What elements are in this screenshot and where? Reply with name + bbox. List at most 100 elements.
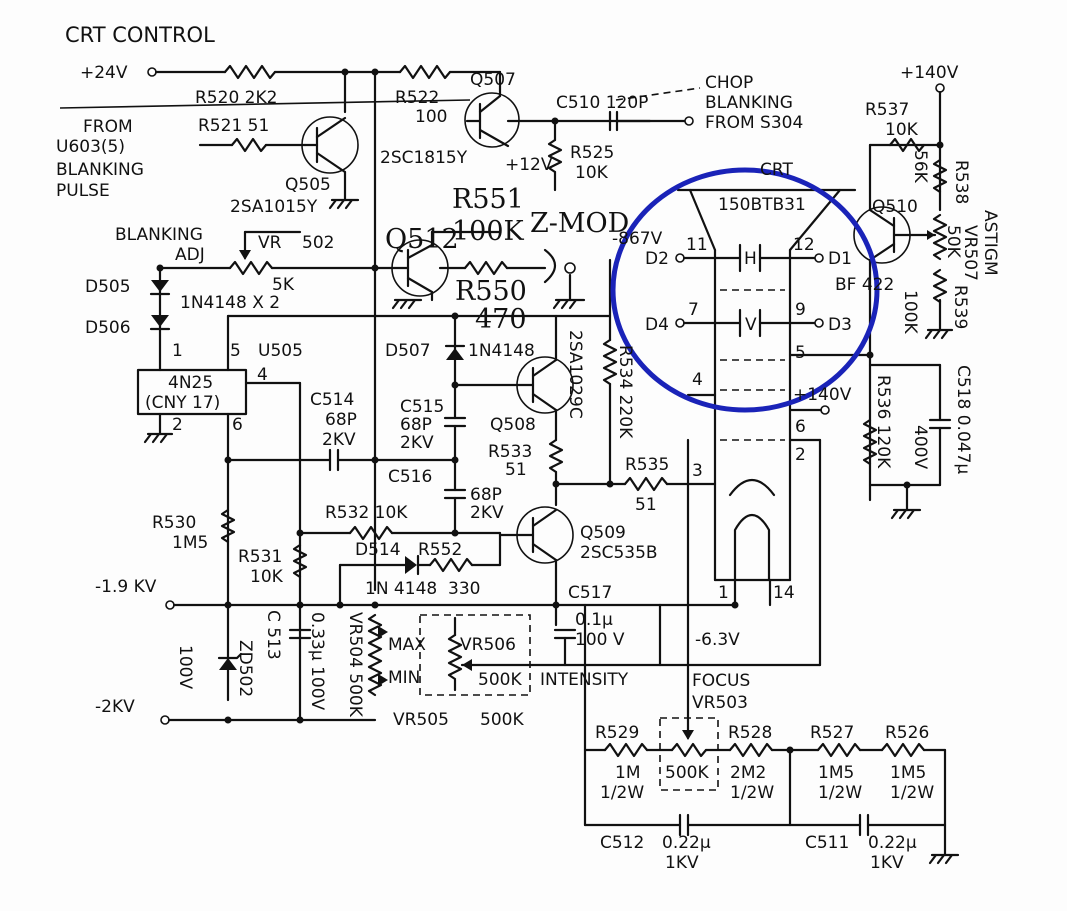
label-pin2-crt: 2 [795,445,806,465]
label-q507: Q507 [470,70,516,90]
label-c514-value: 68P [325,410,357,430]
label-r529-value: 1M [615,763,640,783]
r532-d514-r552 [298,525,502,607]
label-c515-voltage: 2KV [400,433,434,453]
label-c514-voltage: 2KV [322,430,356,450]
label-crt-type: 150BTB31 [718,195,806,215]
label-max: MAX [388,635,426,655]
label-c517: C517 [568,583,612,603]
label-d506: D506 [85,318,131,338]
label-q512: Q512 [385,224,459,255]
label-r527-value: 1M5 [818,763,854,783]
handwritten-zmod: Z-MOD [530,208,629,239]
label-c513-value: 0.33μ 100V [307,612,327,711]
label-pin7: 7 [688,300,699,320]
r530-r531 [220,508,308,579]
label-r537: R537 [865,100,909,120]
label-h: H [744,249,757,269]
blanking-input [59,99,471,153]
label-chop: CHOP [705,73,753,93]
label-100v: 100V [175,645,195,689]
label-pin4-crt: 4 [692,370,703,390]
label-blanking: BLANKING [56,160,144,180]
label-r535: R535 [625,455,669,475]
label-r521: R521 51 [198,116,269,136]
label-r536: R536 120K [873,375,893,469]
resistor-r550 [438,248,586,310]
label-u505: U505 [258,341,303,361]
handwritten-r550: R550 [455,276,527,307]
label-r528-value: 2M2 [730,763,766,783]
label-pin4: 4 [257,365,268,385]
label-q508-type: 2SA1029C [565,330,585,419]
label-r533-value: 51 [505,460,527,480]
label-vr504: VR504 500K [345,612,365,718]
label-q509-type: 2SC535B [580,543,658,563]
handwritten-100k: 100K [452,216,525,247]
label-c511-voltage: 1KV [870,853,904,873]
label-vr505-value: 500K [480,710,524,730]
label-c516: C516 [388,467,432,487]
transistor-q505 [301,116,360,210]
label-vr503: VR503 [692,693,748,713]
label-c516-voltage: 2KV [470,503,504,523]
label-pin5: 5 [230,341,241,361]
label-r531: R531 [238,547,282,567]
label-r539-value: 100K [900,290,920,334]
label-r527: R527 [810,723,854,743]
label-r522: R522 [395,88,439,108]
label-c511-value: 0.22μ [868,833,917,853]
label-d507: D507 [385,341,431,361]
label-r534: R534 220K [615,345,635,439]
label-140v: +140V [900,63,959,83]
label-crt: CRT [760,160,793,180]
label-r526-watt: 1/2W [890,783,934,803]
label-c511: C511 [805,833,849,853]
capacitor-c514 [224,448,457,472]
label-c516-value: 68P [470,485,502,505]
label-r520: R520 2K2 [195,88,277,108]
label-r532: R532 10K [325,503,408,523]
label-q509: Q509 [580,523,626,543]
label-c514: C514 [310,390,354,410]
crt-highlight-circle [610,167,880,413]
label-r525-value: 10K [575,163,609,183]
label-d514: D514 [355,540,401,560]
neg-2kv-rail [160,715,377,725]
label-d2: D2 [645,249,669,269]
c513-zd502 [217,628,312,670]
label-140v-crt: +140V [793,385,852,405]
label-vr502-num: 502 [302,233,334,253]
label-pulse: PULSE [56,181,110,201]
label-r533: R533 [488,442,532,462]
focus-divider [583,438,960,865]
label-d1: D1 [828,249,852,269]
label-pin6-crt: 6 [795,417,806,437]
label-pin2: 2 [172,415,183,435]
label-c515-value: 68P [400,415,432,435]
label-pin1: 1 [172,341,183,361]
label-24v: +24V [80,63,128,83]
label-r531-value: 10K [250,567,284,587]
label-v: V [745,315,757,335]
intensity-pots [367,613,822,697]
label-r528: R528 [728,723,772,743]
label-r525: R525 [570,143,614,163]
label-minus867v: -867V [612,229,663,249]
label-focus: FOCUS [692,671,750,691]
neg-19kv-rail [165,600,662,667]
label-u603: U603(5) [56,137,125,157]
d507-c515-c516 [443,312,467,537]
label-astig: ASTIGM [980,210,1000,276]
label-q510: Q510 [872,197,918,217]
label-vr502: VR [258,233,282,253]
transistor-q508 [453,314,574,507]
label-r537-value: 10K [885,120,919,140]
label-q505: Q505 [285,175,331,195]
label-r552: R552 [418,540,462,560]
label-q507-type: 2SC1815Y [380,148,468,168]
label-r529-watt: 1/2W [600,783,644,803]
label-zd502: ZD502 [235,640,255,697]
label-r527-watt: 1/2W [818,783,862,803]
transistor-q512 [373,230,502,310]
